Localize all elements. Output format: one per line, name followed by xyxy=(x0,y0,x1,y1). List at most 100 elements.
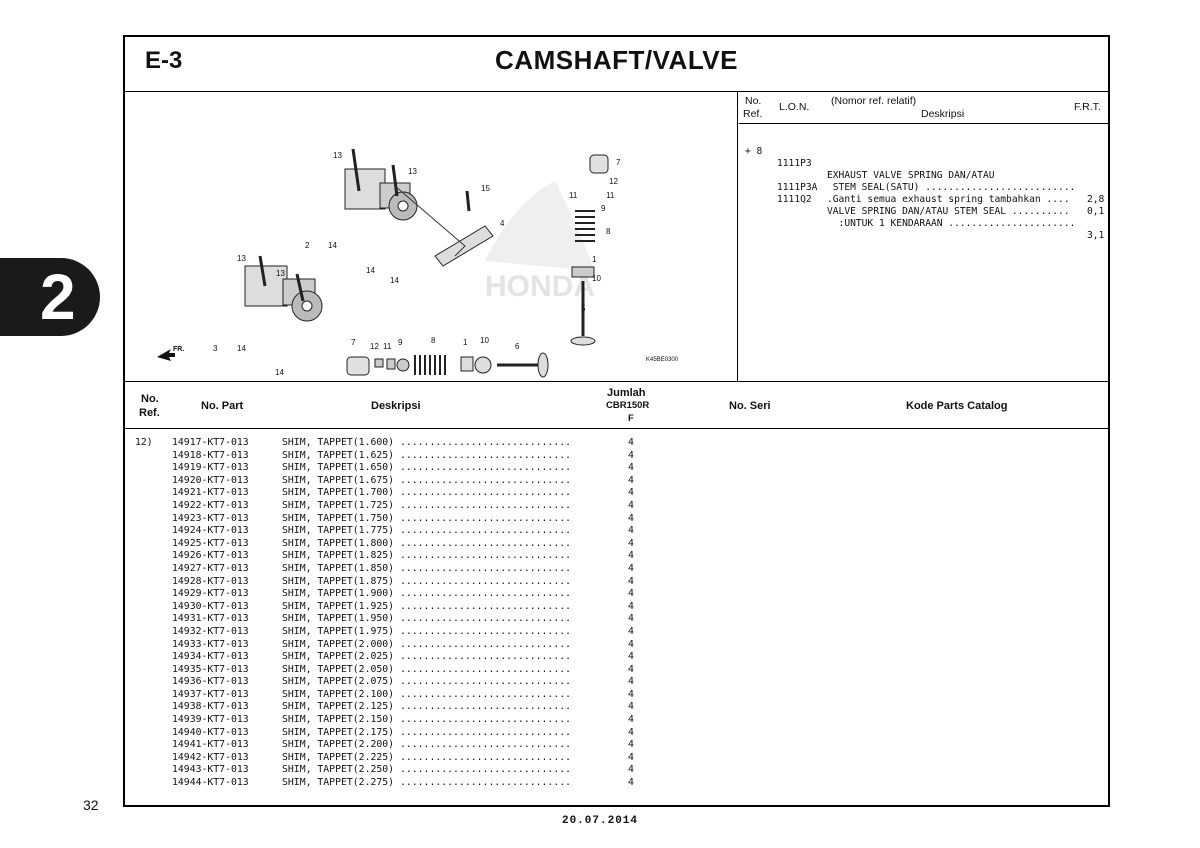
spring-seat xyxy=(571,266,595,278)
callout-label: 13 xyxy=(333,151,342,160)
callout-label: 8 xyxy=(431,336,436,345)
frt-header-deskripsi: Deskripsi xyxy=(921,108,965,120)
callout-label: 14 xyxy=(390,276,399,285)
callout-label: 1 xyxy=(592,255,597,264)
callout-label: 13 xyxy=(408,167,417,176)
callout-label: 9 xyxy=(398,338,403,347)
callout-label: 1 xyxy=(463,338,468,347)
callout-label: 14 xyxy=(366,266,375,275)
honda-wing-watermark xyxy=(485,181,595,271)
callout-label: 2 xyxy=(305,241,310,250)
chapter-tab: 2 xyxy=(0,258,100,336)
callout-label: 3 xyxy=(213,344,218,353)
callout-label: 10 xyxy=(480,336,489,345)
frt-row: :UNTUK 1 KENDARAAN .....................… xyxy=(827,218,1105,241)
col-header-model: CBR150R xyxy=(606,400,650,411)
diagram-code: K45BE0300 xyxy=(646,357,679,363)
col-header-no: No. xyxy=(141,393,159,405)
frt-header-frt: F.R.T. xyxy=(1074,101,1101,113)
callout-label: 14 xyxy=(275,368,284,377)
callout-label: 12 xyxy=(609,177,618,186)
frt-header-nomor: (Nomor ref. relatif) xyxy=(831,95,917,107)
col-header-jumlah: Jumlah xyxy=(607,387,646,399)
camshaft-lower xyxy=(244,265,323,322)
frt-row: STEM SEAL(SATU) ........................… xyxy=(827,182,1105,205)
valve-lifter xyxy=(589,154,609,174)
callout-label: 15 xyxy=(481,184,490,193)
callout-label: 5 xyxy=(581,304,586,313)
valve-spring-horizontal xyxy=(414,355,446,375)
callout-label: 13 xyxy=(237,254,246,263)
col-header-variant: F xyxy=(628,413,634,424)
page-number: 32 xyxy=(83,797,99,813)
front-mark: FR. xyxy=(173,346,184,353)
callout-label: 14 xyxy=(301,380,310,381)
col-header-no-seri: No. Seri xyxy=(729,400,771,412)
frt-row: 1111P3A .Ganti semua exhaust spring tamb… xyxy=(777,182,1105,217)
callout-label: 14 xyxy=(237,344,246,353)
catalog-page-frame: E-3 CAMSHAFT/VALVE HONDA xyxy=(123,35,1110,807)
callout-label: 6 xyxy=(515,342,520,351)
frt-row: + 8 1111P3 EXHAUST VALVE SPRING DAN/ATAU xyxy=(745,146,995,181)
frt-row: 1111Q2 VALVE SPRING DAN/ATAU STEM SEAL .… xyxy=(777,194,1070,217)
frt-header-lon: L.O.N. xyxy=(779,101,810,113)
frt-header-no: No. xyxy=(745,95,762,107)
callout-label: 14 xyxy=(328,241,337,250)
callout-label: 12 xyxy=(370,342,379,351)
frt-table: No. Ref. L.O.N. (Nomor ref. relatif) Des… xyxy=(739,91,1108,381)
callout-label: 11 xyxy=(382,380,391,381)
page-title: CAMSHAFT/VALVE xyxy=(495,45,738,75)
col-header-deskripsi: Deskripsi xyxy=(371,400,421,412)
front-arrow-icon xyxy=(157,349,175,361)
exploded-diagram: HONDA xyxy=(125,91,738,381)
callout-label: 7 xyxy=(351,338,356,347)
valve-head xyxy=(570,336,596,346)
callout-label: 11 xyxy=(383,342,392,351)
chapter-number: 2 xyxy=(40,261,76,333)
col-header-no-part: No. Part xyxy=(201,400,244,412)
frt-header-ref: Ref. xyxy=(743,108,763,120)
footer-date: 20.07.2014 xyxy=(561,815,638,827)
col-header-ref: Ref. xyxy=(139,407,160,419)
callout-label: 11 xyxy=(606,191,615,200)
callout-label: 9 xyxy=(601,204,606,213)
callout-label: 10 xyxy=(592,274,601,283)
parts-illustration: HONDA xyxy=(157,148,679,381)
callout-label: 7 xyxy=(616,158,621,167)
callout-label: 4 xyxy=(500,219,505,228)
callout-label: 11 xyxy=(569,191,578,200)
callout-label: 8 xyxy=(606,227,611,236)
col-header-kode-catalog: Kode Parts Catalog xyxy=(906,400,1008,412)
cam-chain-guide xyxy=(434,225,494,267)
parts-table-header: No. Ref. No. Part Deskripsi Jumlah CBR15… xyxy=(125,381,1108,429)
callout-label: 13 xyxy=(276,269,285,278)
